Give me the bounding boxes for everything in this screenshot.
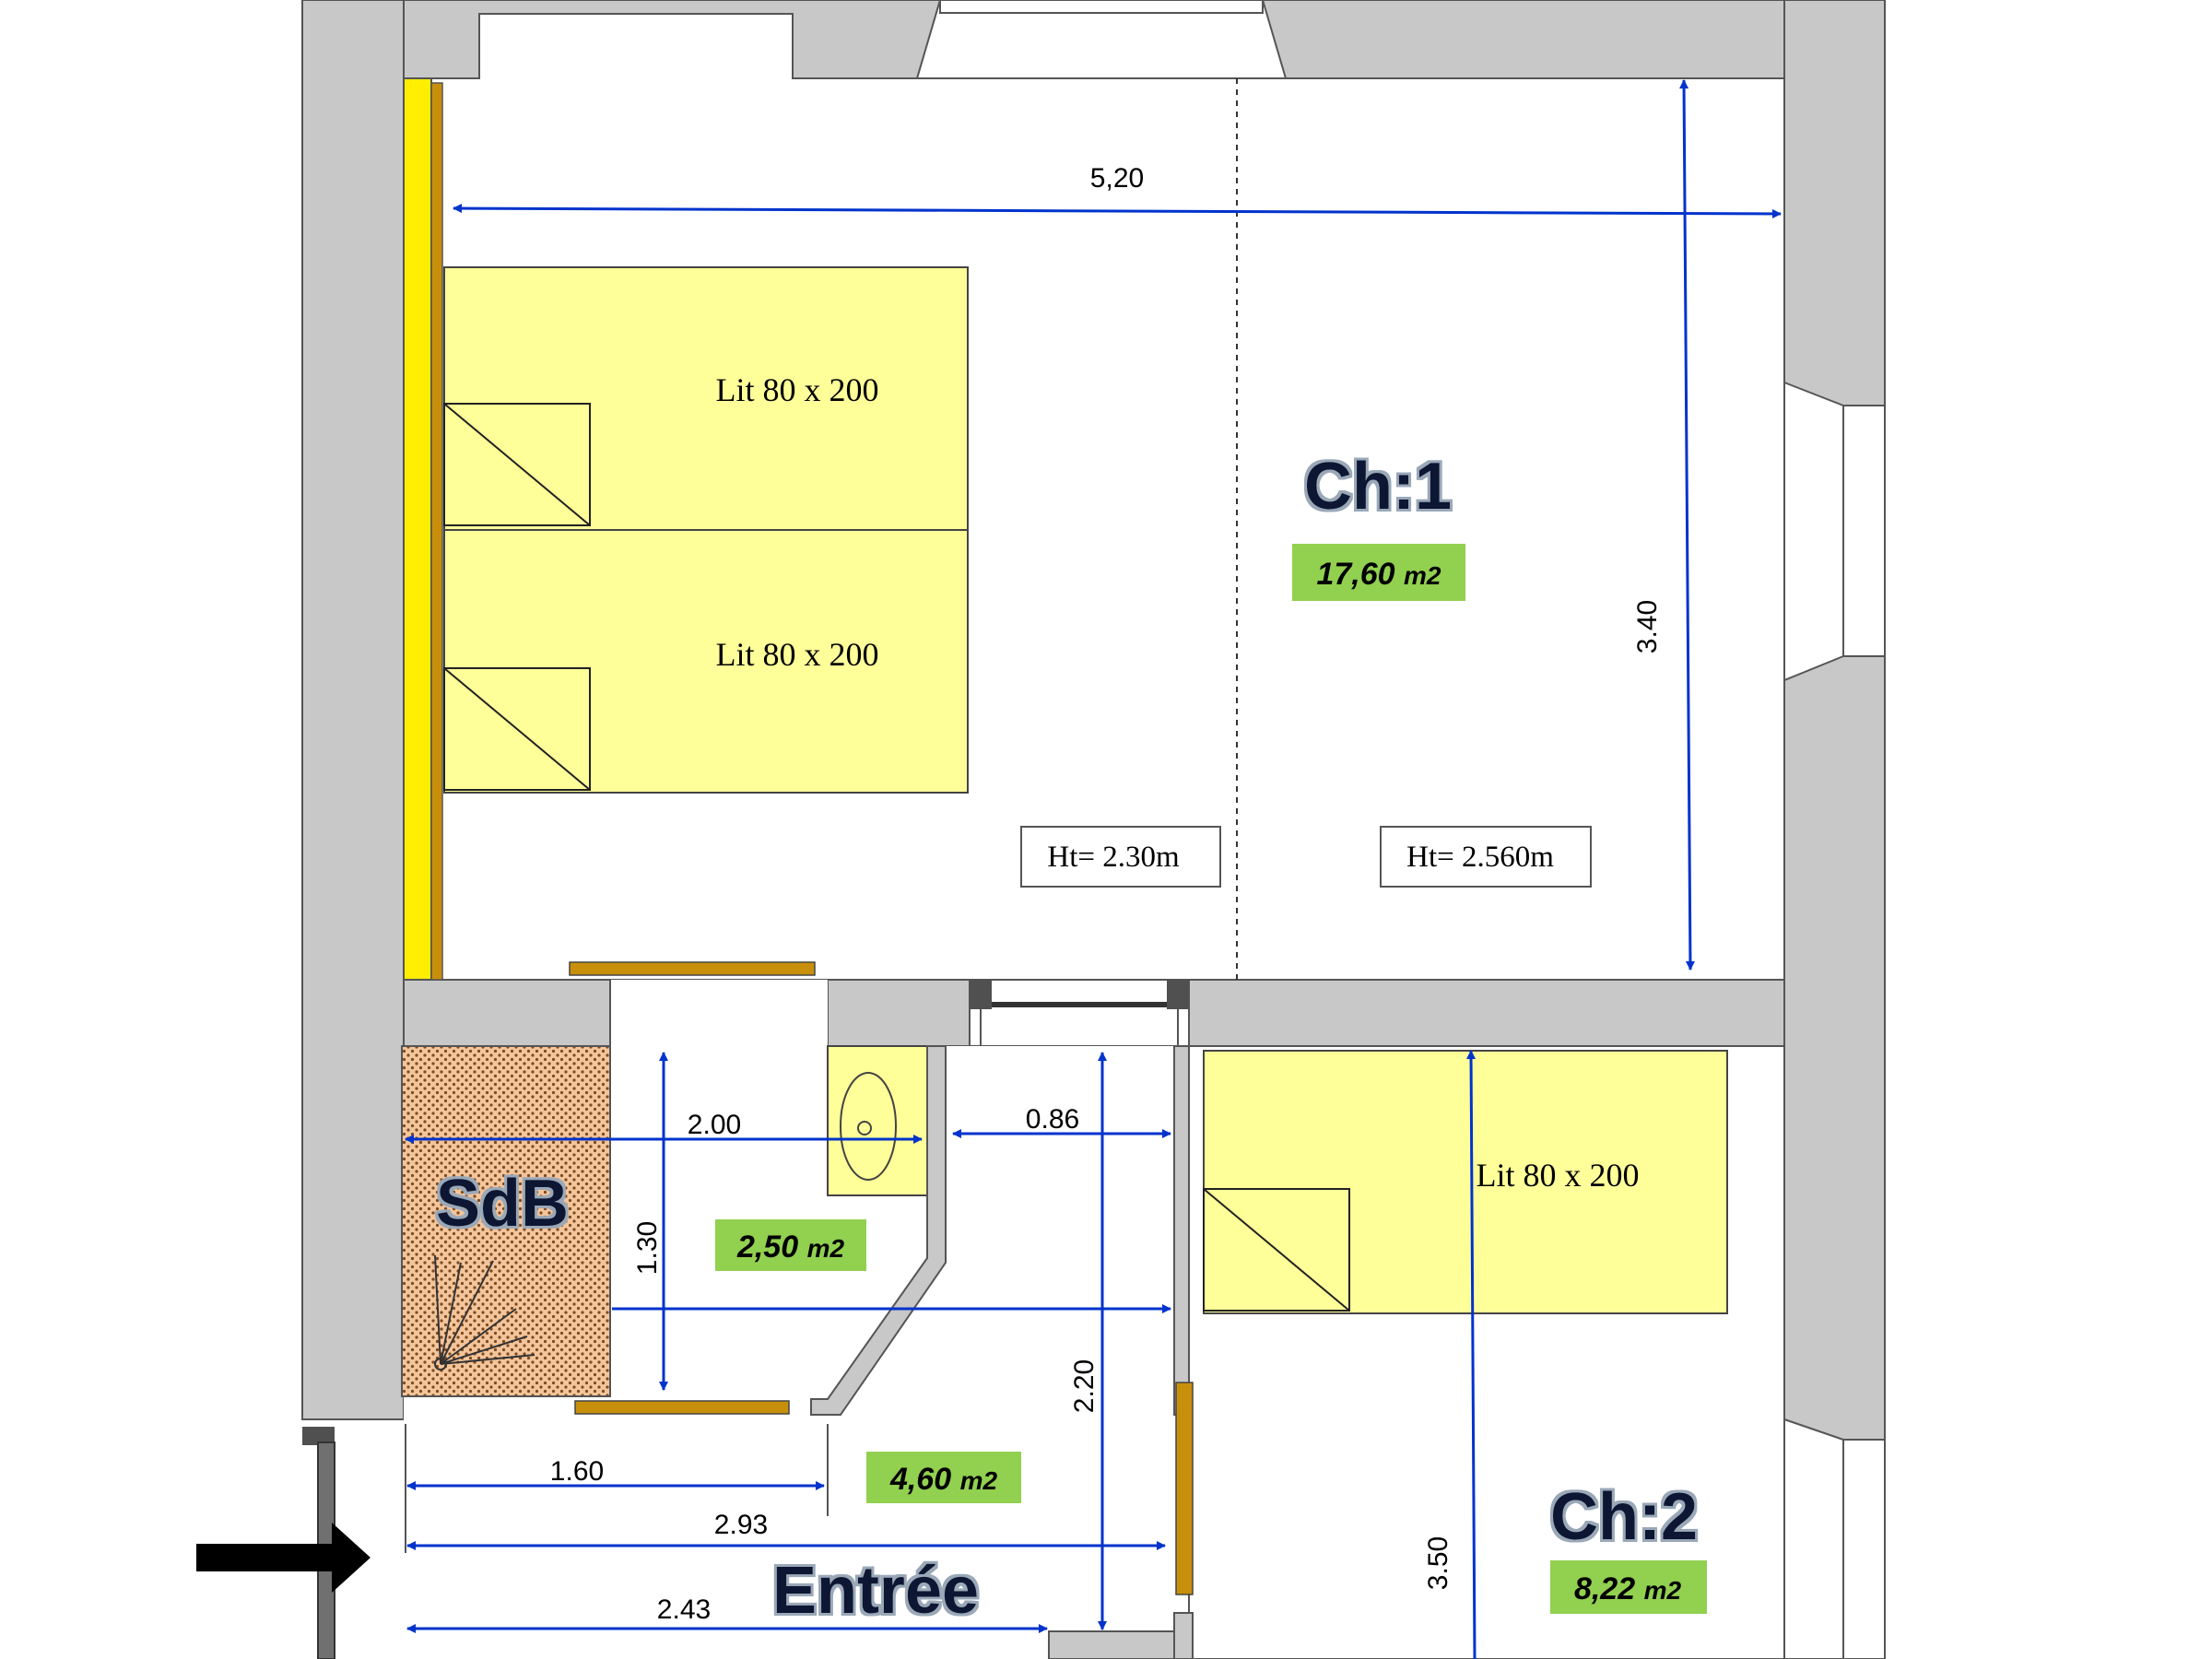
room-ch1-area-badge: 17,60 m2	[1292, 544, 1465, 601]
entry-arrow-icon	[196, 1523, 371, 1593]
room-ch2-label: Ch:2	[1550, 1480, 1698, 1554]
ceiling-height-right-text: Ht= 2.560m	[1406, 841, 1554, 874]
dim-ch1-width-label: 5,20	[1090, 163, 1144, 194]
sdb-partition	[810, 1045, 947, 1416]
room-sdb-area-badge: 2,50 m2	[715, 1219, 866, 1271]
room-ch1-area-value: 17,60	[1316, 557, 1394, 592]
room-sdb-area-value: 2,50	[736, 1230, 798, 1265]
room-ch1-area-unit: m2	[1404, 561, 1441, 590]
shower	[401, 1045, 611, 1397]
ch2-left-wall	[1048, 1045, 1194, 1659]
dimension-labels: 2.00 0.86 1.30 2.20 1.60 2.93 2.43 3.50	[550, 1104, 1453, 1625]
doorway-ch1	[610, 979, 1190, 1047]
ch2-window	[1783, 1418, 1886, 1659]
dim-entree-3-label: 2.43	[657, 1594, 711, 1625]
room-ch2-area-value: 8,22	[1574, 1571, 1635, 1606]
room-ch1-label: Ch:1	[1304, 450, 1452, 524]
entrance-area	[302, 1418, 404, 1659]
room-entree-area-value: 4,60	[889, 1462, 951, 1497]
room-entree-area-badge: 4,60 m2	[866, 1452, 1021, 1503]
svg-text:2,50 m2: 2,50 m2	[736, 1230, 845, 1265]
dim-entree-1-label: 1.60	[550, 1456, 604, 1487]
dim-sdb-width-label: 2.00	[688, 1110, 741, 1140]
dim-entree-2-label: 2.93	[714, 1510, 768, 1540]
sliding-door-ch1	[569, 961, 816, 976]
dim-ch2-depth	[1466, 1050, 1477, 1659]
room-sdb-label: SdB	[436, 1167, 569, 1241]
ceiling-height-left-text: Ht= 2.30m	[1047, 841, 1180, 874]
bed-1-label: Lit 80 x 200	[716, 371, 879, 408]
room-ch2-area-unit: m2	[1644, 1576, 1682, 1605]
room-sdb-area-unit: m2	[807, 1234, 845, 1263]
dim-passage-width-label: 0.86	[1026, 1104, 1079, 1135]
bed-2: Lit 80 x 200	[443, 529, 969, 794]
wardrobe	[403, 77, 443, 981]
ceiling-height-right: Ht= 2.560m	[1380, 826, 1592, 888]
svg-text:4,60 m2: 4,60 m2	[889, 1462, 998, 1497]
room-entree-label: Entrée	[772, 1554, 979, 1628]
room-ch2-area-badge: 8,22 m2	[1550, 1560, 1707, 1614]
bed-2-label: Lit 80 x 200	[716, 636, 879, 673]
dimension-lines	[405, 1050, 1477, 1659]
ceiling-height-left: Ht= 2.30m	[1020, 826, 1221, 888]
sliding-door-sdb	[574, 1400, 790, 1415]
bed-1: Lit 80 x 200	[443, 266, 969, 531]
bed-3-label: Lit 80 x 200	[1477, 1157, 1640, 1194]
svg-text:8,22 m2: 8,22 m2	[1574, 1571, 1682, 1606]
sink-icon	[827, 1045, 928, 1196]
bed-3: Lit 80 x 200	[1203, 1050, 1728, 1314]
dim-ch1-width	[453, 204, 1782, 218]
ch1-window	[1783, 381, 1886, 682]
dim-ch1-depth-label: 3.40	[1632, 600, 1663, 653]
top-window	[915, 0, 1288, 79]
room-entree-area-unit: m2	[960, 1466, 998, 1495]
dim-sdb-depth-label: 1.30	[632, 1221, 663, 1275]
svg-text:17,60 m2: 17,60 m2	[1316, 557, 1441, 592]
dim-ch2-depth-label: 3.50	[1423, 1536, 1453, 1590]
shower-spray-icon	[434, 1254, 535, 1371]
dim-entree-depth-label: 2.20	[1069, 1359, 1100, 1413]
dim-ch1-depth	[1679, 79, 1695, 971]
dimension-ticks	[405, 1424, 829, 1553]
